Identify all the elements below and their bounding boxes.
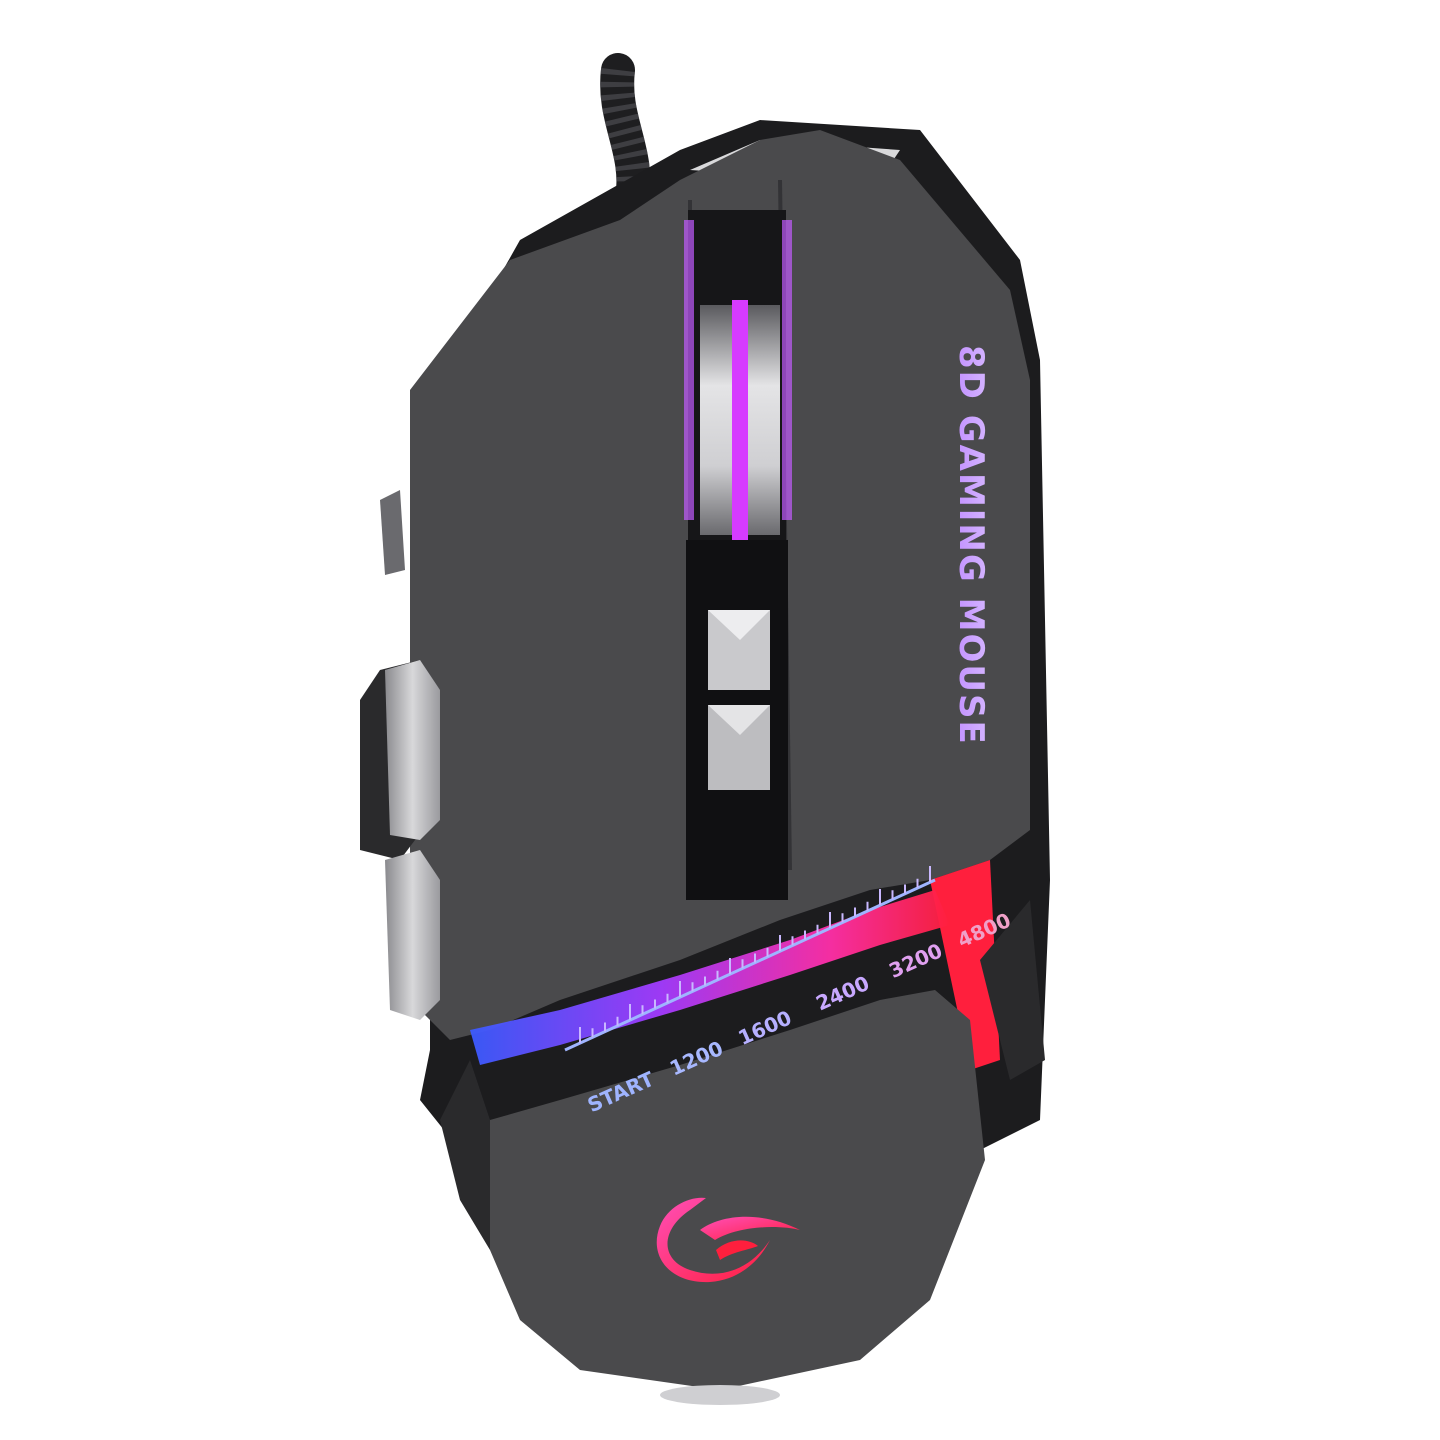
right-accent-light bbox=[930, 860, 1045, 1080]
side-buttons bbox=[360, 490, 440, 1020]
brand-text-group: 8D GAMING MOUSE bbox=[951, 345, 991, 746]
rgb-light-strip bbox=[470, 866, 950, 1065]
palm-rest bbox=[440, 990, 985, 1405]
dpi-scale bbox=[564, 878, 936, 1052]
swirl-logo-icon bbox=[656, 1197, 800, 1283]
dpi-buttons bbox=[686, 540, 788, 900]
brand-text: 8D GAMING MOUSE bbox=[951, 345, 991, 746]
scroll-wheel-area bbox=[684, 210, 792, 540]
dpi-ticks bbox=[579, 866, 931, 1043]
